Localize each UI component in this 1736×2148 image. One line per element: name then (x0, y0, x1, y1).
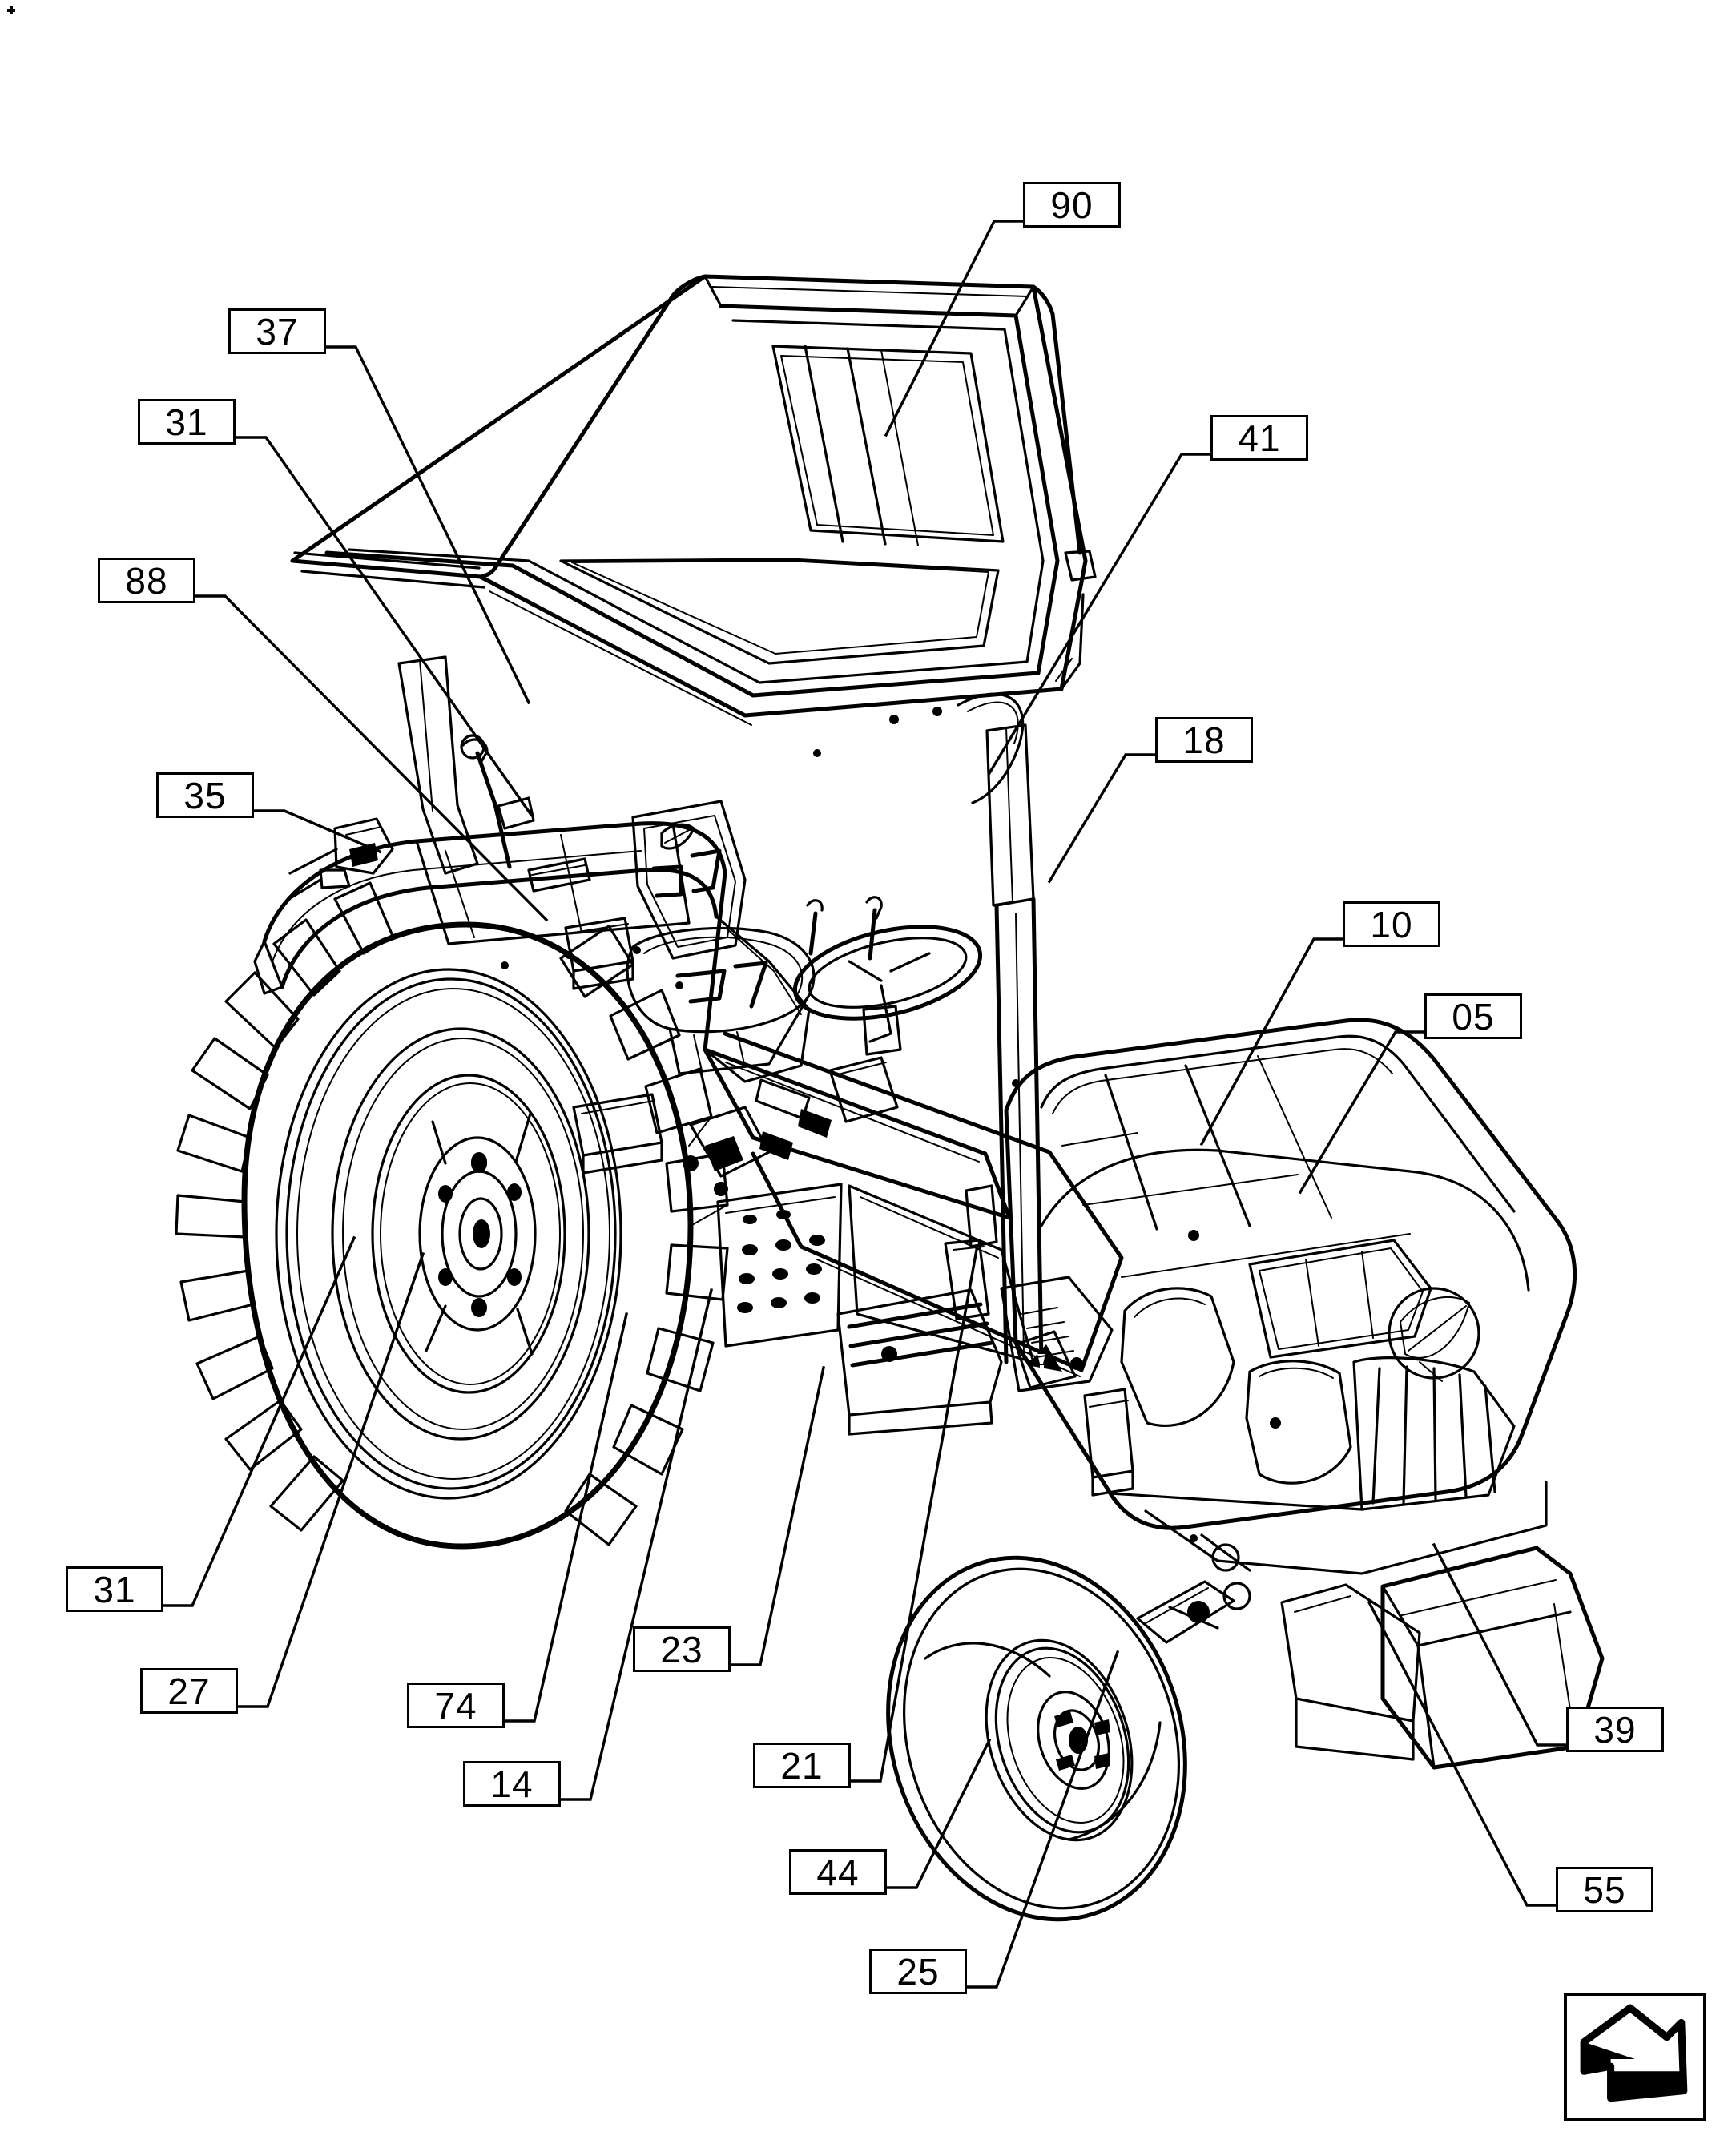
callout-25[interactable]: 25 (869, 1949, 967, 1994)
callout-37[interactable]: 37 (228, 308, 326, 354)
callout-88-leader (194, 594, 549, 922)
operator-step (716, 1183, 1003, 1436)
callout-55[interactable]: 55 (1556, 1867, 1653, 1912)
callout-90-leader (884, 220, 1025, 437)
fender-lever (460, 734, 591, 893)
callout-05-text: 05 (1452, 995, 1495, 1038)
callout-14[interactable]: 14 (463, 1761, 561, 1807)
callout-55-text: 55 (1583, 1868, 1626, 1911)
callout-14-leader (559, 1288, 714, 1801)
callout-90-text: 90 (1050, 183, 1094, 226)
callout-10-leader (1199, 937, 1344, 1147)
callout-31-bottom[interactable]: 31 (66, 1566, 163, 1612)
callout-23[interactable]: 23 (633, 1626, 731, 1672)
callout-74-leader (503, 1312, 629, 1723)
tire-lugs (175, 881, 394, 1532)
callout-90[interactable]: 90 (1023, 182, 1121, 228)
callout-31-top-leader (234, 436, 534, 817)
callout-39-leader (1432, 1542, 1568, 1747)
engine-hood (1004, 1018, 1577, 1530)
callout-44-leader (885, 1738, 992, 1889)
exhaust-assembly (944, 1184, 998, 1320)
callout-41-leader (987, 453, 1212, 776)
callout-21-leader (849, 1248, 978, 1783)
callout-41-text: 41 (1238, 417, 1281, 459)
callout-74-text: 74 (434, 1684, 477, 1727)
callout-44[interactable]: 44 (789, 1849, 887, 1895)
direction-arrow-icon (1564, 1993, 1706, 2121)
rear-wheel (175, 881, 729, 1550)
callout-14-text: 14 (490, 1763, 534, 1805)
callout-25-text: 25 (896, 1950, 940, 1993)
front-axle-and-bumper (1144, 1481, 1605, 1770)
callout-37-text: 37 (256, 310, 299, 353)
callout-55-leader (1367, 1600, 1557, 1907)
registration-mark (7, 6, 15, 14)
callout-27[interactable]: 27 (140, 1668, 238, 1714)
front-wheel (886, 1555, 1235, 1922)
callout-31-bottom-text: 31 (93, 1568, 136, 1610)
callout-10-text: 10 (1370, 903, 1413, 945)
callout-10[interactable]: 10 (1343, 901, 1440, 947)
rops-canopy (290, 274, 1097, 726)
tire-lugs-rear (559, 925, 729, 1546)
callout-23-leader (729, 1365, 826, 1666)
callout-05-leader (1298, 1030, 1426, 1195)
callout-88-text: 88 (125, 559, 168, 602)
callout-23-text: 23 (660, 1628, 703, 1670)
callout-21[interactable]: 21 (753, 1743, 851, 1788)
canopy-cable (957, 692, 1025, 804)
callout-leader-lines (162, 220, 1568, 1989)
callout-41[interactable]: 41 (1210, 415, 1308, 461)
operator-station (564, 800, 1012, 1220)
callout-18-leader (1047, 753, 1157, 884)
rear-fender (253, 821, 811, 1083)
callout-88[interactable]: 88 (98, 558, 195, 603)
fastener-dots (813, 707, 1198, 1542)
callout-39[interactable]: 39 (1566, 1707, 1664, 1752)
callout-25-leader (965, 1650, 1120, 1989)
callout-27-text: 27 (167, 1670, 211, 1712)
callout-21-text: 21 (780, 1744, 824, 1787)
callout-74[interactable]: 74 (407, 1683, 505, 1728)
callout-31-top[interactable]: 31 (138, 399, 236, 445)
callout-05[interactable]: 05 (1424, 993, 1522, 1039)
engine-side-panel (1000, 1276, 1134, 1497)
callout-35-leader (252, 809, 382, 854)
callout-31-top-text: 31 (165, 401, 208, 443)
callout-39-text: 39 (1593, 1708, 1637, 1751)
callout-18-text: 18 (1182, 719, 1226, 761)
callout-37-leader (324, 345, 531, 705)
callout-31-bottom-leader (162, 1235, 356, 1607)
callout-44-text: 44 (816, 1851, 860, 1893)
callout-27-leader (236, 1251, 425, 1708)
callout-18[interactable]: 18 (1155, 717, 1253, 763)
callout-35[interactable]: 35 (156, 772, 254, 818)
callout-35-text: 35 (183, 774, 227, 816)
